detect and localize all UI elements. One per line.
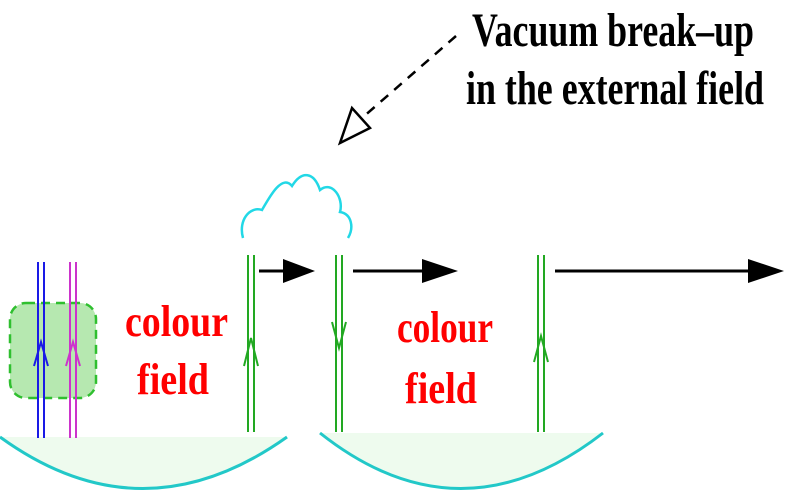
colour-field-label-2-line-1: colour [397, 303, 493, 352]
arrow-2 [353, 259, 458, 283]
arrow-1 [259, 259, 315, 283]
dashed-pointer-arrow [337, 35, 457, 146]
annotation-line-2: in the external field [466, 62, 764, 115]
arrow-3 [555, 259, 784, 283]
bowl-right [319, 431, 604, 490]
gluon-loop [240, 174, 353, 239]
quark-line-1 [243, 255, 259, 432]
quark-line-3 [533, 255, 549, 432]
shaded-region-box [8, 301, 98, 400]
colour-field-label-1-line-2: field [137, 355, 209, 404]
colour-field-label-2-line-2: field [405, 364, 477, 413]
quark-line-2 [331, 255, 347, 432]
colour-field-label-1-line-1: colour [125, 297, 228, 346]
bowl-left [0, 435, 288, 490]
blue-quark-line [33, 262, 49, 438]
annotation-line-1: Vacuum break–up [472, 4, 754, 57]
magenta-quark-line [65, 262, 81, 438]
